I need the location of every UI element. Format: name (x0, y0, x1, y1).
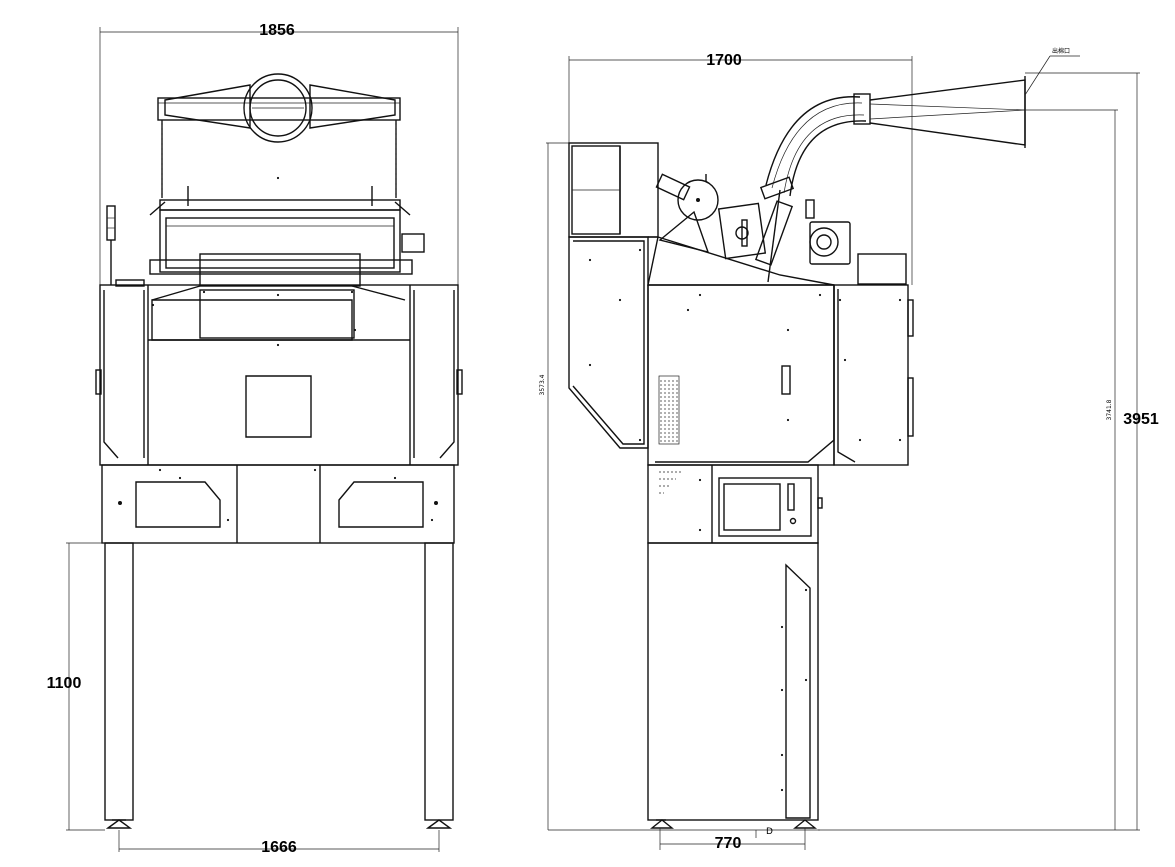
side-lower-cabinet (647, 542, 819, 829)
side-machinery (655, 173, 907, 285)
dim-front-width: 1856 (99, 22, 459, 285)
front-legs (104, 542, 454, 829)
rivet-dot (151, 303, 155, 307)
rivet-dot (786, 328, 790, 332)
dim-label-770: 770 (715, 835, 742, 852)
rivet-dot (313, 468, 317, 472)
side-vent-grid (658, 375, 680, 445)
side-main-cabinet (647, 284, 914, 466)
rivet-dot (276, 293, 280, 297)
dim-label-d: D (766, 827, 773, 837)
front-signal-light (106, 205, 145, 287)
rivet-dot (818, 293, 822, 297)
dim-left-height: 3573.4 (539, 142, 569, 830)
rivet-dot (158, 468, 162, 472)
front-hopper (149, 73, 425, 287)
rivet-dot (686, 308, 690, 312)
side-upper-housing (568, 236, 835, 449)
rivet-dot (804, 678, 808, 682)
rivet-dot (698, 478, 702, 482)
rivet-dot (780, 753, 784, 757)
rivet-dot (226, 518, 230, 522)
side-control-box (647, 464, 823, 544)
rivet-dot (618, 298, 622, 302)
front-main-body (95, 284, 463, 466)
rivet-dot (353, 328, 357, 332)
rivet-dot (350, 290, 354, 294)
dim-leg-span: 1666 (118, 830, 440, 856)
rivet-dot (780, 625, 784, 629)
dim-base-depth: 770 D (548, 827, 820, 852)
rivet-dot (698, 293, 702, 297)
dim-label-3573: 3573.4 (539, 374, 546, 395)
rivet-dot (178, 476, 182, 480)
rivet-dot (638, 248, 642, 252)
rivet-dot (786, 418, 790, 422)
dim-label-1856: 1856 (259, 22, 295, 39)
rivet-dot (430, 518, 434, 522)
rivet-dots (151, 176, 902, 792)
dim-overall-height: 3741.8 3951 (818, 72, 1159, 831)
rivet-dot (393, 476, 397, 480)
front-lower-box (101, 464, 455, 544)
rivet-dot (858, 438, 862, 442)
rivet-dot (698, 528, 702, 532)
rivet-dot (276, 176, 280, 180)
rivet-dot (638, 438, 642, 442)
side-outlet-cone: 出棉口 (869, 47, 1080, 148)
rivet-dot (898, 438, 902, 442)
rivet-dot (843, 358, 847, 362)
rivet-dot (898, 298, 902, 302)
dim-label-3741: 3741.8 (1106, 399, 1113, 420)
rivet-dot (202, 290, 206, 294)
rivet-dot (780, 688, 784, 692)
rivet-dot (588, 363, 592, 367)
side-curved-duct (759, 93, 871, 200)
dim-label-3951: 3951 (1123, 411, 1159, 428)
outlet-label: 出棉口 (1052, 47, 1070, 55)
rivet-dot (276, 343, 280, 347)
dim-leg-height: 1100 (47, 542, 105, 831)
rivet-dot (780, 788, 784, 792)
dim-label-1700: 1700 (706, 52, 742, 69)
rivet-dot (804, 588, 808, 592)
side-top-box (568, 142, 659, 238)
rivet-dot (588, 258, 592, 262)
rivet-dot (838, 298, 842, 302)
side-view: 1700 3573.4 (539, 47, 1159, 852)
dim-label-1100: 1100 (47, 675, 82, 692)
front-view: 1856 (47, 22, 463, 856)
dim-label-1666: 1666 (261, 839, 297, 856)
